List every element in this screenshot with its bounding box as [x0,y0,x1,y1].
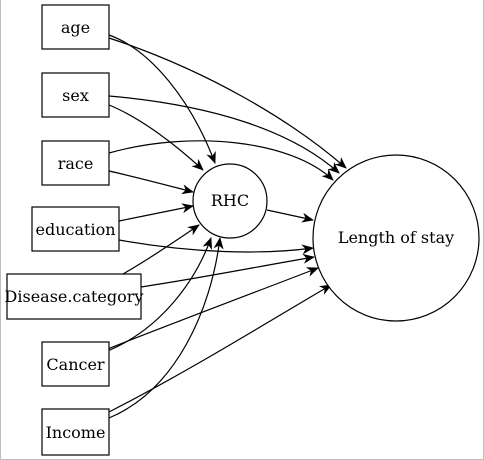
node-cancer: Cancer [41,341,110,387]
node-label-race: race [58,154,94,173]
edge-layer [104,34,347,419]
edge-sex-rhc [108,104,204,171]
edge-cancer-los [104,267,319,351]
edge-education-los [118,239,314,255]
edge-age-los [108,37,347,169]
node-label-length-of-stay: Length of stay [338,228,454,247]
node-education: education [31,206,120,252]
node-disease-category: Disease.category [5,273,144,320]
edge-income-rhc [108,237,224,419]
node-rhc: RHC [192,163,268,239]
node-layer: age sex race education Disease.category … [5,4,480,456]
node-label-age: age [61,18,90,37]
node-income: Income [41,408,110,456]
node-length-of-stay: Length of stay [312,154,480,322]
edge-disease-rhc [122,224,200,275]
edge-rhc-los [266,209,314,223]
node-race: race [41,140,110,186]
node-age: age [41,4,110,50]
edge-age-rhc [108,34,216,164]
node-sex: sex [41,72,110,118]
node-label-rhc: RHC [211,191,249,210]
edge-sex-los [108,95,340,174]
edge-disease-los [140,253,315,288]
node-label-income: Income [46,423,106,442]
node-label-disease-category: Disease.category [5,287,144,306]
node-label-education: education [36,220,116,239]
edge-income-los [108,284,332,413]
edge-education-rhc [118,203,194,222]
edge-race-rhc [108,170,194,195]
node-label-sex: sex [62,86,89,105]
edge-race-los [108,140,334,181]
node-label-cancer: Cancer [46,355,105,374]
